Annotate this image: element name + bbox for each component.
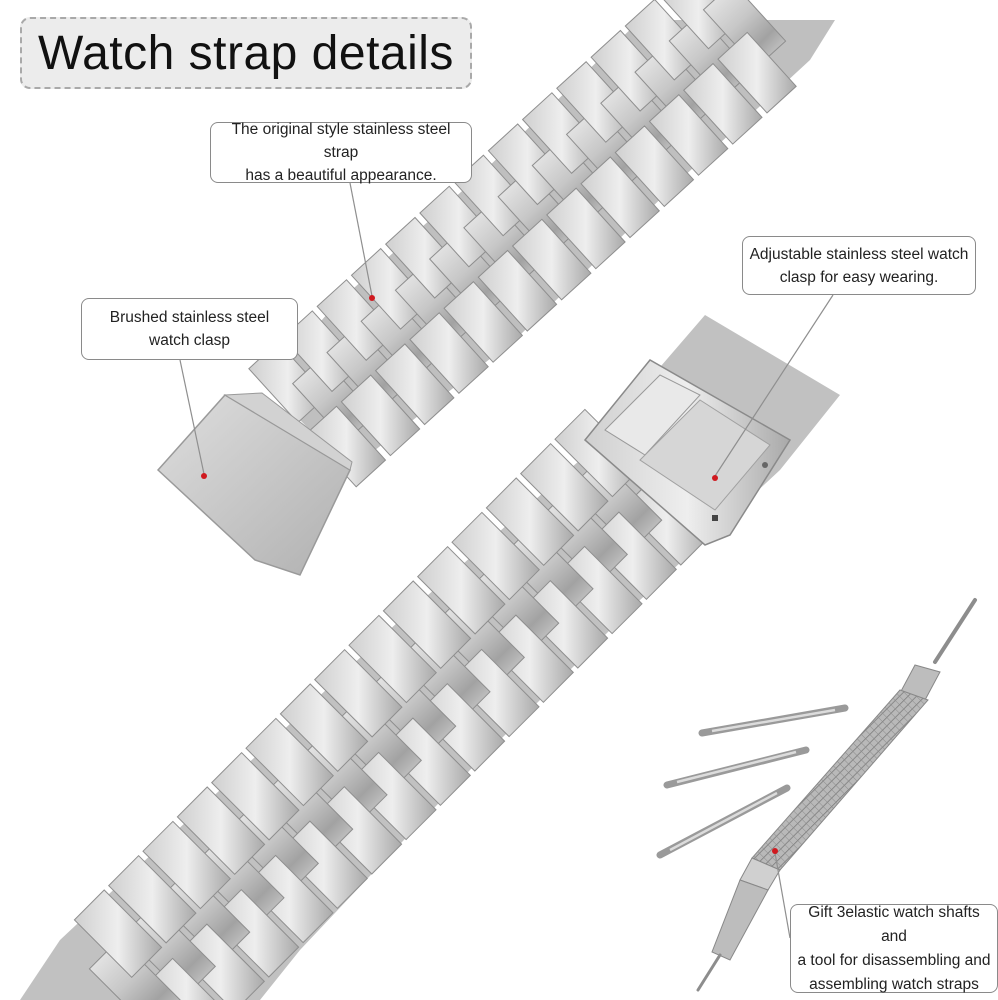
strap-link xyxy=(614,125,695,208)
strap-link xyxy=(717,31,797,114)
strap-link xyxy=(313,648,403,738)
strap-link xyxy=(382,580,472,670)
strap-link xyxy=(416,545,506,635)
spring-bar-pins xyxy=(656,704,849,859)
strap-link xyxy=(546,187,626,270)
strap-link xyxy=(519,442,609,532)
lower-strap xyxy=(20,315,840,1000)
marker-dot-adjustable-clasp xyxy=(712,475,718,481)
strap-link xyxy=(485,477,575,567)
strap-link xyxy=(409,312,489,395)
upper-strap xyxy=(248,0,835,488)
brushed-clasp xyxy=(156,392,353,576)
callout-leaders xyxy=(179,182,834,939)
callout-brushed-clasp: Brushed stainless steel watch clasp xyxy=(81,298,298,360)
callout-gift-tool: Gift 3elastic watch shafts and a tool fo… xyxy=(790,904,998,993)
strap-link xyxy=(443,280,524,363)
strap-link xyxy=(374,343,455,426)
strap-link xyxy=(176,786,266,876)
marker-dots xyxy=(201,295,778,854)
marker-dot-brushed-clasp xyxy=(201,473,207,479)
strap-link xyxy=(451,511,541,601)
strap-link xyxy=(682,62,763,145)
strap-link xyxy=(511,218,592,301)
strap-link xyxy=(142,820,232,910)
callout-adjustable-clasp: Adjustable stainless steel watch clasp f… xyxy=(742,236,976,295)
strap-link xyxy=(477,249,558,332)
spring-bar-tool xyxy=(696,598,977,992)
callout-line: The original style stainless steel strap xyxy=(231,121,451,161)
strap-link xyxy=(107,854,197,944)
callout-line: assembling watch straps xyxy=(809,975,979,993)
strap-link xyxy=(245,717,335,807)
marker-dot-tool xyxy=(772,848,778,854)
strap-link xyxy=(340,374,421,457)
page-title: Watch strap details xyxy=(20,17,472,89)
callout-line: watch clasp xyxy=(149,332,230,349)
strap-link xyxy=(73,889,163,979)
strap-link xyxy=(580,156,661,239)
strap-link xyxy=(348,614,438,704)
callout-line: Adjustable stainless steel watch xyxy=(749,245,969,263)
callout-original-style-strap: The original style stainless steel strap… xyxy=(210,121,472,184)
marker-dot-strap xyxy=(369,295,375,301)
callout-line: clasp for easy wearing. xyxy=(779,268,939,286)
upper-strap-links xyxy=(248,0,797,488)
strap-link xyxy=(210,751,300,841)
lower-strap-links xyxy=(73,408,712,1000)
strap-link xyxy=(279,683,369,773)
callout-line: Brushed stainless steel xyxy=(109,309,270,326)
strap-link xyxy=(648,93,729,176)
folding-clasp xyxy=(583,359,792,546)
callout-line: a tool for disassembling and xyxy=(797,951,991,969)
callout-line: Gift 3elastic watch shafts and xyxy=(808,903,980,945)
callout-line: has a beautiful appearance. xyxy=(245,167,437,184)
